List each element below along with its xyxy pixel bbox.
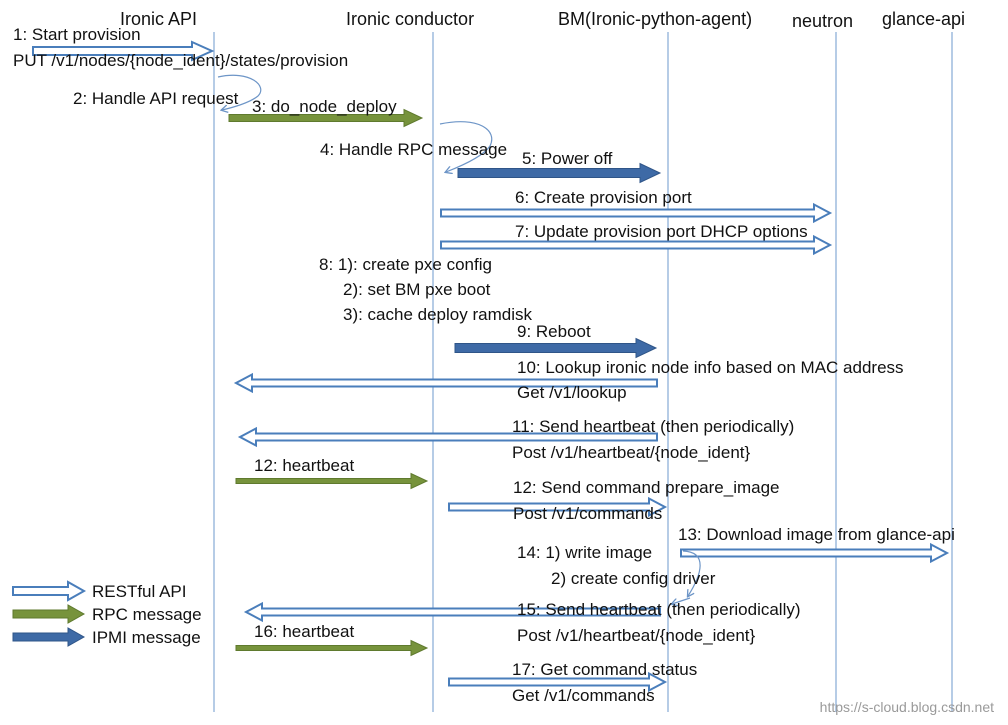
self-call-arrows bbox=[217, 74, 701, 604]
message-arrow-m16 bbox=[235, 639, 429, 657]
message-label-m10-line-2: Get /v1/lookup bbox=[517, 383, 627, 402]
participant-headers: Ironic API Ironic conductor BM(Ironic-pyth… bbox=[120, 9, 965, 31]
message-arrow-m13 bbox=[680, 542, 950, 564]
message-arrow-m6 bbox=[440, 202, 833, 224]
lifelines bbox=[213, 32, 953, 712]
legend-label-rest: RESTful API bbox=[92, 582, 186, 601]
message-label-m14-line-2: 2) create config driver bbox=[551, 569, 716, 588]
message-label-m13-line-1: 13: Download image from glance-api bbox=[678, 525, 955, 544]
self-call-arrow-m14 bbox=[682, 550, 701, 596]
participant-header-neutron: neutron bbox=[792, 11, 853, 31]
message-arrow-m17 bbox=[448, 671, 668, 693]
message-arrow-m3 bbox=[228, 108, 424, 128]
message-label-m12b-line-2: Post /v1/commands bbox=[513, 504, 662, 523]
message-label-m8-line-1: 8: 1): create pxe config bbox=[319, 255, 492, 274]
message-arrow-m12a bbox=[235, 472, 429, 490]
participant-header-bm: BM(Ironic-python-agent) bbox=[558, 9, 752, 29]
message-arrow-m7 bbox=[440, 234, 833, 256]
message-arrow-m15 bbox=[243, 601, 661, 623]
message-label-m17-line-1: 17: Get command status bbox=[512, 660, 697, 679]
message-label-m15-line-2: Post /v1/heartbeat/{node_ident} bbox=[517, 626, 756, 645]
message-arrow-m1 bbox=[32, 40, 215, 62]
self-call-arrow-m2 bbox=[217, 74, 262, 110]
message-arrow-m9 bbox=[454, 337, 658, 359]
message-arrow-m5 bbox=[457, 162, 662, 184]
message-label-m4-line-1: 4: Handle RPC message bbox=[320, 140, 507, 159]
message-label-m1-line-1: 1: Start provision bbox=[13, 25, 141, 44]
participant-header-api: Ironic API bbox=[120, 9, 197, 29]
message-label-m10-line-1: 10: Lookup ironic node info based on MAC… bbox=[517, 358, 904, 377]
message-arrow-m10 bbox=[233, 372, 658, 394]
participant-header-conductor: Ironic conductor bbox=[346, 9, 474, 29]
message-label-m6-line-1: 6: Create provision port bbox=[515, 188, 692, 207]
self-call-arrow-m4 bbox=[439, 121, 493, 172]
message-label-m12a-line-1: 12: heartbeat bbox=[254, 456, 354, 475]
message-label-m9-line-1: 9: Reboot bbox=[517, 322, 591, 341]
message-label-m14-line-1: 14: 1) write image bbox=[517, 543, 652, 562]
legend-arrow-rest bbox=[12, 580, 87, 602]
message-label-m1-line-2: PUT /v1/nodes/{node_ident}/states/provis… bbox=[13, 51, 348, 70]
message-label-m8-line-3: 3): cache deploy ramdisk bbox=[343, 305, 532, 324]
message-arrow-m11 bbox=[237, 426, 658, 448]
watermark: https://s-cloud.blog.csdn.net bbox=[820, 699, 994, 715]
legend-arrow-rpc bbox=[12, 604, 86, 624]
message-label-m16-line-1: 16: heartbeat bbox=[254, 622, 354, 641]
message-label-m17-line-2: Get /v1/commands bbox=[512, 686, 655, 705]
message-label-m5-line-1: 5: Power off bbox=[522, 149, 613, 168]
message-label-m15-line-1: 15: Send heartbeat (then periodically) bbox=[517, 600, 801, 619]
message-label-m11-line-1: 11: Send heartbeat (then periodically) bbox=[512, 417, 794, 436]
message-label-m11-line-2: Post /v1/heartbeat/{node_ident} bbox=[512, 443, 751, 462]
participant-header-glance: glance-api bbox=[882, 9, 965, 29]
message-label-m12b-line-1: 12: Send command prepare_image bbox=[513, 478, 780, 497]
message-label-m2-line-1: 2: Handle API request bbox=[73, 89, 239, 108]
message-arrow-m12b bbox=[448, 496, 668, 518]
legend-arrow-ipmi bbox=[12, 627, 86, 647]
message-label-m8-line-2: 2): set BM pxe boot bbox=[343, 280, 491, 299]
self-call-arrow-m15 bbox=[672, 597, 691, 604]
message-label-m7-line-1: 7: Update provision port DHCP options bbox=[515, 222, 808, 241]
message-label-m3-line-1: 3: do_node_deploy bbox=[252, 97, 397, 116]
legend-label-ipmi: IPMI message bbox=[92, 628, 201, 647]
message-arrows bbox=[32, 40, 950, 693]
legend-label-rpc: RPC message bbox=[92, 605, 202, 624]
